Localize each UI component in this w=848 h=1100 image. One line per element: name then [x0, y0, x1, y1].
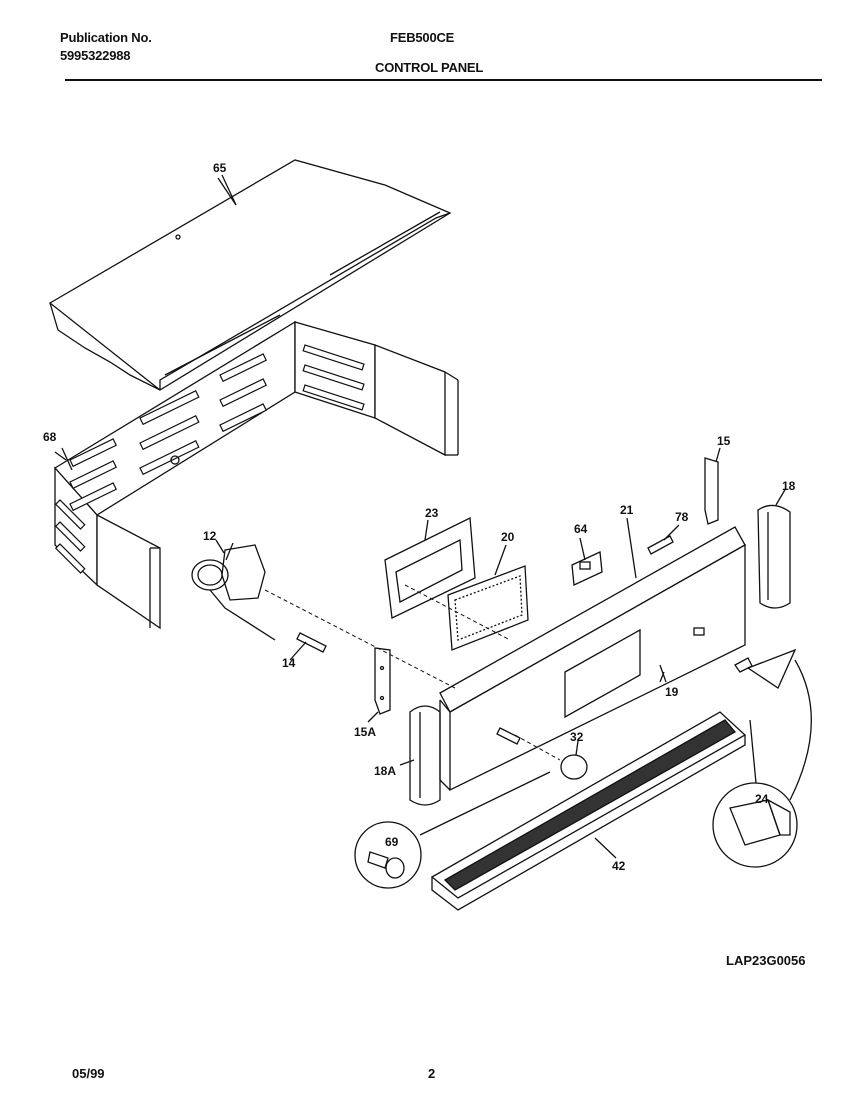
callout-15: 15	[717, 434, 731, 448]
part-42-trim	[430, 711, 747, 911]
callout-21: 21	[620, 503, 634, 517]
publication-label: Publication No.	[60, 30, 152, 45]
callout-12: 12	[203, 529, 217, 543]
part-24-switch-inset	[712, 657, 798, 868]
callout-64: 64	[574, 522, 588, 536]
part-20-lens	[447, 565, 529, 651]
callout-15A: 15A	[354, 725, 376, 739]
callout-42: 42	[612, 859, 626, 873]
part-18A-end-cap	[409, 705, 441, 806]
part-68-back-panel	[53, 320, 459, 630]
part-14-clip	[296, 632, 327, 653]
callout-32: 32	[570, 730, 584, 744]
callout-18: 18	[782, 479, 796, 493]
part-78-lamp	[647, 535, 674, 555]
part-18-end-cap	[757, 504, 791, 609]
callout-24: 24	[755, 792, 769, 806]
part-12-thermostat	[191, 542, 276, 641]
callout-78: 78	[675, 510, 689, 524]
header-rule	[65, 79, 822, 81]
callout-19: 19	[665, 685, 679, 699]
part-65-top-cover	[48, 159, 452, 391]
callout-68: 68	[43, 430, 57, 444]
callout-65: 65	[213, 161, 227, 175]
callout-14: 14	[282, 656, 296, 670]
vent-slots	[54, 344, 365, 574]
callout-23: 23	[425, 506, 439, 520]
diagram-reference: LAP23G0056	[726, 953, 806, 968]
callout-labels: 65 68 12 14 15A 18A 23 20 64 21 78 15 18…	[43, 161, 796, 873]
callout-69: 69	[385, 835, 399, 849]
leader-lines	[61, 174, 812, 859]
footer-date: 05/99	[72, 1066, 105, 1081]
part-69-screw-inset	[354, 821, 422, 889]
part-23-frame	[384, 516, 476, 619]
part-15A-bracket	[374, 647, 391, 715]
part-32-knob	[496, 727, 588, 780]
callout-18A: 18A	[374, 764, 396, 778]
page-number: 2	[428, 1066, 436, 1081]
part-64-label	[571, 551, 603, 586]
publication-number: 5995322988	[60, 48, 131, 63]
callout-20: 20	[501, 530, 515, 544]
section-title: CONTROL PANEL	[375, 60, 484, 75]
part-15-bracket	[704, 457, 719, 525]
model-number: FEB500CE	[390, 30, 455, 45]
part-19-21-control-panel	[439, 526, 746, 792]
